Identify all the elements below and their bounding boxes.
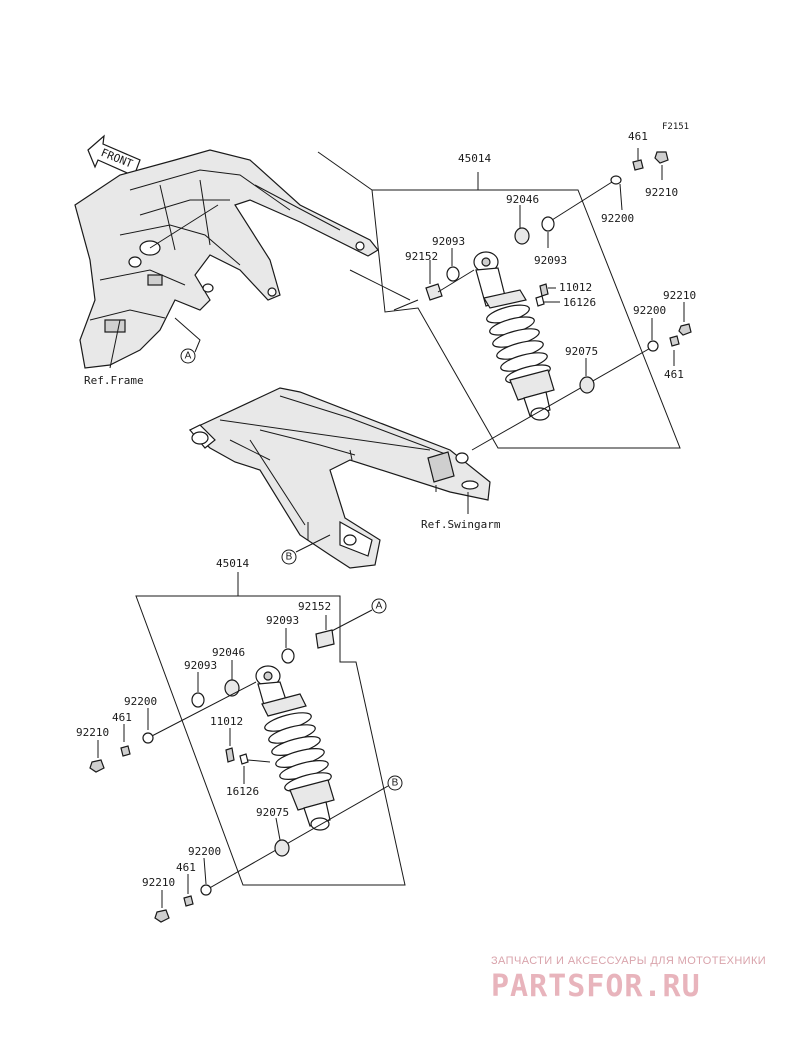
part-92075-upper: 92075 bbox=[565, 345, 598, 358]
bushing-92075-lower-icon bbox=[274, 839, 290, 857]
part-92200-top: 92200 bbox=[601, 212, 634, 225]
part-92200-lower-left: 92200 bbox=[124, 695, 157, 708]
part-92200-right: 92200 bbox=[633, 304, 666, 317]
part-92210-lower-bottom: 92210 bbox=[142, 876, 175, 889]
bushing-92046-lower-icon bbox=[224, 679, 240, 697]
washer-92200-top-icon bbox=[610, 175, 622, 185]
swingarm-drawing bbox=[188, 387, 491, 569]
svg-text:A: A bbox=[376, 601, 383, 612]
ref-swingarm-label: Ref.Swingarm bbox=[421, 518, 501, 531]
part-92093-lower-top: 92093 bbox=[266, 614, 299, 627]
nut-92210-top-icon bbox=[654, 151, 669, 164]
washer-461-lower-bottom-icon bbox=[183, 895, 194, 907]
ref-b-marker-top: B bbox=[281, 549, 297, 565]
cap-11012-lower-icon bbox=[225, 747, 235, 763]
nut-92210-lower-left-icon bbox=[89, 759, 105, 773]
nut-92210-lower-bottom-icon bbox=[154, 909, 170, 923]
seal-92093-lower-left-icon bbox=[191, 692, 205, 708]
part-92046-lower: 92046 bbox=[212, 646, 245, 659]
ref-b-marker-bottom: B bbox=[387, 775, 403, 791]
seal-92093-lower-top-icon bbox=[281, 648, 295, 664]
upper-assembly-number: 45014 bbox=[458, 152, 491, 165]
washer-92200-right-icon bbox=[647, 340, 659, 352]
part-92093-lower-left: 92093 bbox=[184, 659, 217, 672]
part-461-lower-bottom: 461 bbox=[176, 861, 196, 874]
cap-11012-upper-icon bbox=[539, 283, 549, 297]
part-11012-upper: 11012 bbox=[559, 281, 592, 294]
part-92210-top: 92210 bbox=[645, 186, 678, 199]
valve-16126-lower-icon bbox=[239, 753, 249, 765]
nut-92210-right-icon bbox=[678, 323, 692, 336]
washer-461-right-icon bbox=[669, 335, 680, 347]
collar-92152-lower-icon bbox=[315, 629, 335, 649]
part-92152-lower: 92152 bbox=[298, 600, 331, 613]
washer-461-top-icon bbox=[632, 159, 644, 171]
part-16126-lower: 16126 bbox=[226, 785, 259, 798]
part-92075-lower: 92075 bbox=[256, 806, 289, 819]
part-16126-upper: 16126 bbox=[563, 296, 596, 309]
upper-shock-absorber bbox=[473, 251, 555, 421]
washer-461-lower-left-icon bbox=[120, 745, 131, 757]
svg-text:B: B bbox=[286, 552, 293, 563]
part-92210-lower-left: 92210 bbox=[76, 726, 109, 739]
bushing-92075-upper-icon bbox=[579, 376, 595, 394]
watermark-brand: PARTSFOR.RU bbox=[491, 969, 701, 1004]
part-461-right: 461 bbox=[664, 368, 684, 381]
part-92210-right: 92210 bbox=[663, 289, 696, 302]
watermark: ЗАПЧАСТИ И АКСЕССУАРЫ ДЛЯ МОТОТЕХНИКИ PA… bbox=[491, 955, 766, 1004]
washer-92200-lower-left-icon bbox=[142, 732, 154, 744]
ref-a-marker-top: A bbox=[180, 348, 196, 364]
svg-text:B: B bbox=[392, 778, 399, 789]
part-11012-lower: 11012 bbox=[210, 715, 243, 728]
lower-assembly-number: 45014 bbox=[216, 557, 249, 570]
front-arrow-icon: FRONT bbox=[87, 134, 141, 177]
part-92200-lower-bottom: 92200 bbox=[188, 845, 221, 858]
part-92093-upper-a: 92093 bbox=[432, 235, 465, 248]
collar-92152-icon bbox=[425, 283, 443, 301]
bushing-92046-icon bbox=[514, 227, 530, 245]
valve-16126-upper-icon bbox=[535, 295, 545, 307]
frame-drawing bbox=[74, 149, 379, 369]
part-92046-upper: 92046 bbox=[506, 193, 539, 206]
part-92093-upper-b: 92093 bbox=[534, 254, 567, 267]
seal-92093-b-icon bbox=[541, 216, 555, 232]
part-92152-upper: 92152 bbox=[405, 250, 438, 263]
ref-frame-label: Ref.Frame bbox=[84, 374, 144, 387]
svg-text:A: A bbox=[185, 351, 192, 362]
ref-a-marker-bottom: A bbox=[371, 598, 387, 614]
seal-92093-a-icon bbox=[446, 266, 460, 282]
watermark-tagline: ЗАПЧАСТИ И АКСЕССУАРЫ ДЛЯ МОТОТЕХНИКИ bbox=[491, 955, 766, 967]
part-461-top: 461 bbox=[628, 130, 648, 143]
lower-shock-absorber bbox=[255, 665, 335, 831]
washer-92200-lower-bottom-icon bbox=[200, 884, 212, 896]
part-461-lower-left: 461 bbox=[112, 711, 132, 724]
diagram-code: F2151 bbox=[662, 122, 689, 132]
